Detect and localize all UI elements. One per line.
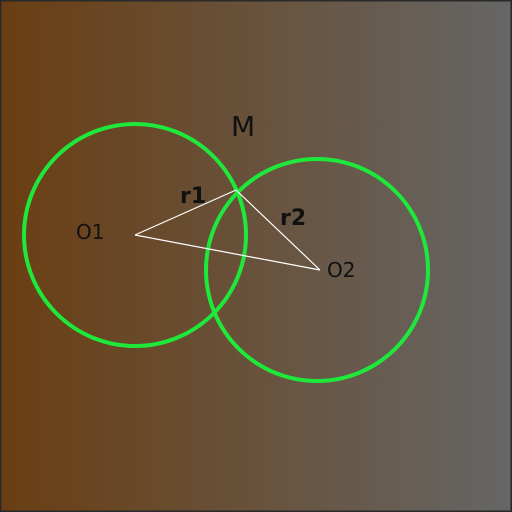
label-m: M [231,110,255,143]
segment-o1-o2 [134,234,321,271]
label-o1: O1 [76,220,104,244]
label-o2: O2 [327,258,355,282]
segment-o1-m [134,189,237,236]
label-r1: r1 [180,184,206,209]
circle-o1 [22,122,248,348]
circle-o2 [204,157,430,383]
label-r2: r2 [280,206,306,231]
segment-m-o2 [235,189,321,271]
